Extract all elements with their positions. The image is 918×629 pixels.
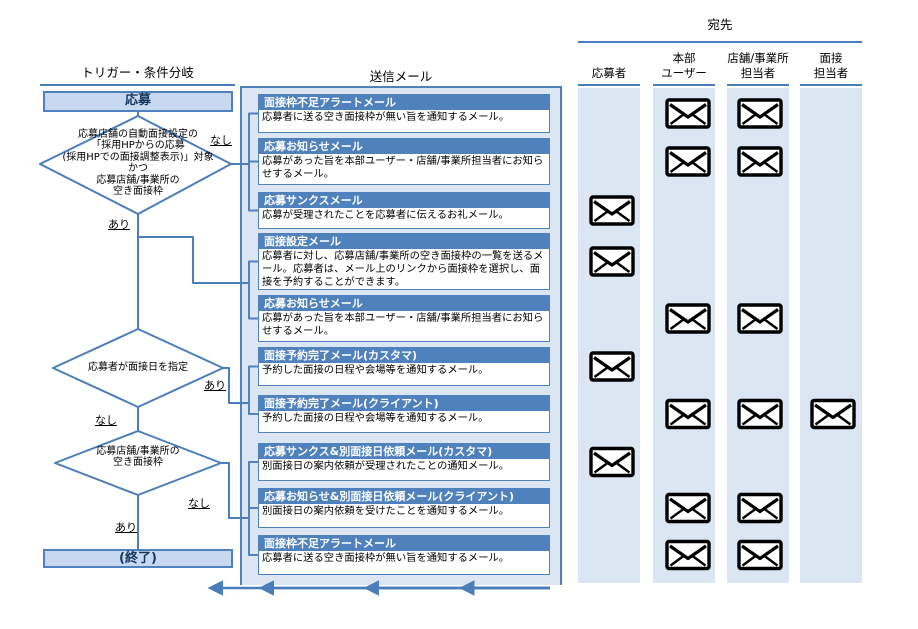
recipient-underline-hq bbox=[653, 84, 715, 86]
decision-text-2: 応募者が面接日を指定 bbox=[53, 362, 223, 373]
mail-description: 応募があった旨を本部ユーザー・店舗/事業所担当者にお知らせするメール。 bbox=[258, 154, 550, 185]
d2-no-label: なし bbox=[95, 414, 117, 427]
decision-text-line: 空き面接枠 bbox=[113, 186, 163, 198]
recipient-underline-interviewer bbox=[800, 84, 862, 86]
mail-description: 応募が受理されたことを応募者に伝えるお礼メール。 bbox=[258, 208, 550, 229]
mail-description: 別面接日の案内依頼を受けたことを通知するメール。 bbox=[258, 504, 550, 528]
decision-text-line: かつ bbox=[128, 163, 148, 175]
recipient-label-line: 面接 bbox=[819, 51, 843, 65]
recipients-title-rule bbox=[578, 41, 862, 43]
recipient-label-interviewer: 面接担当者 bbox=[780, 44, 882, 81]
recipient-underline-store bbox=[727, 84, 789, 86]
mail-item: 面接枠不足アラートメール応募者に送る空き面接枠が無い旨を通知するメール。 bbox=[258, 535, 550, 575]
mail-description: 応募者に対し、応募店舗/事業所の空き面接枠の一覧を送るメール。応募者は、メール上… bbox=[258, 249, 550, 290]
recipient-band-interviewer bbox=[800, 88, 862, 583]
recipient-underline-applicant bbox=[578, 84, 640, 86]
mail-description: 別面接日の案内依頼が受理されたことの通知メール。 bbox=[258, 459, 550, 481]
recipient-label-line: ユーザー bbox=[661, 66, 707, 80]
mail-title: 応募お知らせメール bbox=[258, 295, 550, 311]
mail-item: 面接予約完了メール(クライアント)予約した面接の日程や会場等を通知するメール。 bbox=[258, 395, 550, 433]
mail-title: 面接枠不足アラートメール bbox=[258, 94, 550, 110]
mail-description: 応募者に送る空き面接枠が無い旨を通知するメール。 bbox=[258, 110, 550, 133]
recipient-label-line: 応募者 bbox=[591, 66, 627, 80]
mail-item: 面接予約完了メール(カスタマ)予約した面接の日程や会場等を通知するメール。 bbox=[258, 347, 550, 386]
decision-text-3: 応募店舗/事業所の空き面接枠 bbox=[58, 446, 218, 469]
mail-title: 面接枠不足アラートメール bbox=[258, 535, 550, 551]
mail-item: 面接設定メール応募者に対し、応募店舗/事業所の空き面接枠の一覧を送るメール。応募… bbox=[258, 233, 550, 290]
mail-title: 面接予約完了メール(クライアント) bbox=[258, 395, 550, 411]
mail-item: 応募サンクス&別面接日依頼メール(カスタマ)別面接日の案内依頼が受理されたことの… bbox=[258, 443, 550, 481]
mail-title: 面接予約完了メール(カスタマ) bbox=[258, 347, 550, 363]
decision-text-line: 応募店舗/事業所の bbox=[96, 446, 180, 457]
recipient-band-store bbox=[727, 88, 789, 583]
mail-description: 予約した面接の日程や会場等を通知するメール。 bbox=[258, 363, 550, 386]
recipient-band-hq bbox=[653, 88, 715, 583]
decision-text-line: 応募店舗/事業所の bbox=[96, 174, 180, 186]
mail-description: 応募があった旨を本部ユーザー・店舗/事業所担当者にお知らせするメール。 bbox=[258, 311, 550, 342]
d3-no-label: なし bbox=[188, 497, 210, 510]
recipient-label-line: 本部 bbox=[672, 51, 696, 65]
recipient-label-line: 担当者 bbox=[740, 66, 776, 80]
recipient-label-line: 店舗/事業所 bbox=[727, 51, 789, 65]
decision-text-1: 応募店舗の自動面接設定の「採用HPからの応募(採用HPでの面接調整表示)」対象か… bbox=[8, 129, 268, 197]
mail-title: 応募お知らせメール bbox=[258, 138, 550, 154]
mail-title: 面接設定メール bbox=[258, 233, 550, 249]
mail-item: 応募サンクスメール応募が受理されたことを応募者に伝えるお礼メール。 bbox=[258, 192, 550, 229]
mail-title: 応募サンクス&別面接日依頼メール(カスタマ) bbox=[258, 443, 550, 459]
connector-d1yes-to-groupB bbox=[138, 236, 249, 284]
decision-text-line: 空き面接枠 bbox=[113, 457, 163, 469]
mail-description: 応募者に送る空き面接枠が無い旨を通知するメール。 bbox=[258, 551, 550, 575]
decision-text-line: (採用HPでの面接調整表示)」対象 bbox=[62, 151, 214, 163]
trigger-column-title: トリガー・条件分岐 bbox=[81, 65, 194, 80]
mail-item: 面接枠不足アラートメール応募者に送る空き面接枠が無い旨を通知するメール。 bbox=[258, 94, 550, 133]
mail-description: 予約した面接の日程や会場等を通知するメール。 bbox=[258, 411, 550, 433]
recipient-label-applicant: 応募者 bbox=[558, 44, 660, 81]
mail-item: 応募お知らせ&別面接日依頼メール(クライアント)別面接日の案内依頼を受けたことを… bbox=[258, 488, 550, 528]
recipient-label-hq: 本部ユーザー bbox=[633, 44, 735, 81]
end-node: (終了) bbox=[43, 549, 233, 568]
recipient-label-line: 担当者 bbox=[813, 66, 849, 80]
decision-text-line: 「採用HPからの応募 bbox=[91, 140, 185, 152]
mail-title: 応募サンクスメール bbox=[258, 192, 550, 208]
trigger-title-rule bbox=[40, 84, 235, 86]
mail-item: 応募お知らせメール応募があった旨を本部ユーザー・店舗/事業所担当者にお知らせする… bbox=[258, 138, 550, 185]
decision-text-line: 応募店舗の自動面接設定の bbox=[78, 129, 198, 140]
mail-item: 応募お知らせメール応募があった旨を本部ユーザー・店舗/事業所担当者にお知らせする… bbox=[258, 295, 550, 342]
d3-yes-label: あり bbox=[115, 521, 137, 534]
recipient-label-store: 店舗/事業所担当者 bbox=[707, 44, 809, 81]
d1-yes-label: あり bbox=[108, 218, 130, 231]
mail-title: 応募お知らせ&別面接日依頼メール(クライアント) bbox=[258, 488, 550, 504]
decision-text-line: 応募者が面接日を指定 bbox=[88, 362, 188, 373]
d2-yes-label: あり bbox=[204, 379, 226, 392]
mail-column-title: 送信メール bbox=[369, 69, 433, 84]
recipient-band-applicant bbox=[578, 88, 640, 583]
recipients-title: 宛先 bbox=[707, 17, 733, 32]
start-node: 応募 bbox=[43, 91, 233, 112]
